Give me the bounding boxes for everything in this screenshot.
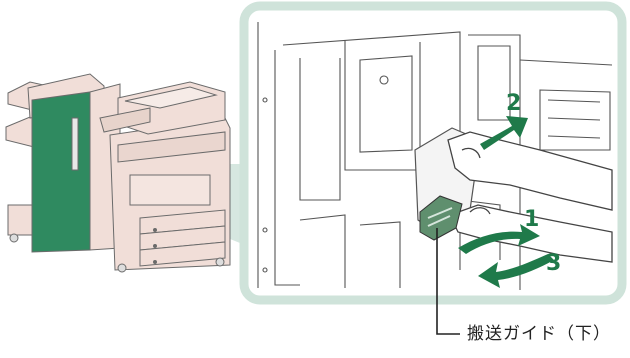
copier-machine-illustration [6, 74, 230, 272]
step-number-1: 1 [524, 207, 539, 232]
step-number-2: 2 [506, 91, 521, 116]
step-number-3: 3 [546, 251, 561, 276]
callout-label: 搬送ガイド（下） [467, 319, 611, 344]
zoom-view: 2 1 3 [244, 6, 622, 334]
